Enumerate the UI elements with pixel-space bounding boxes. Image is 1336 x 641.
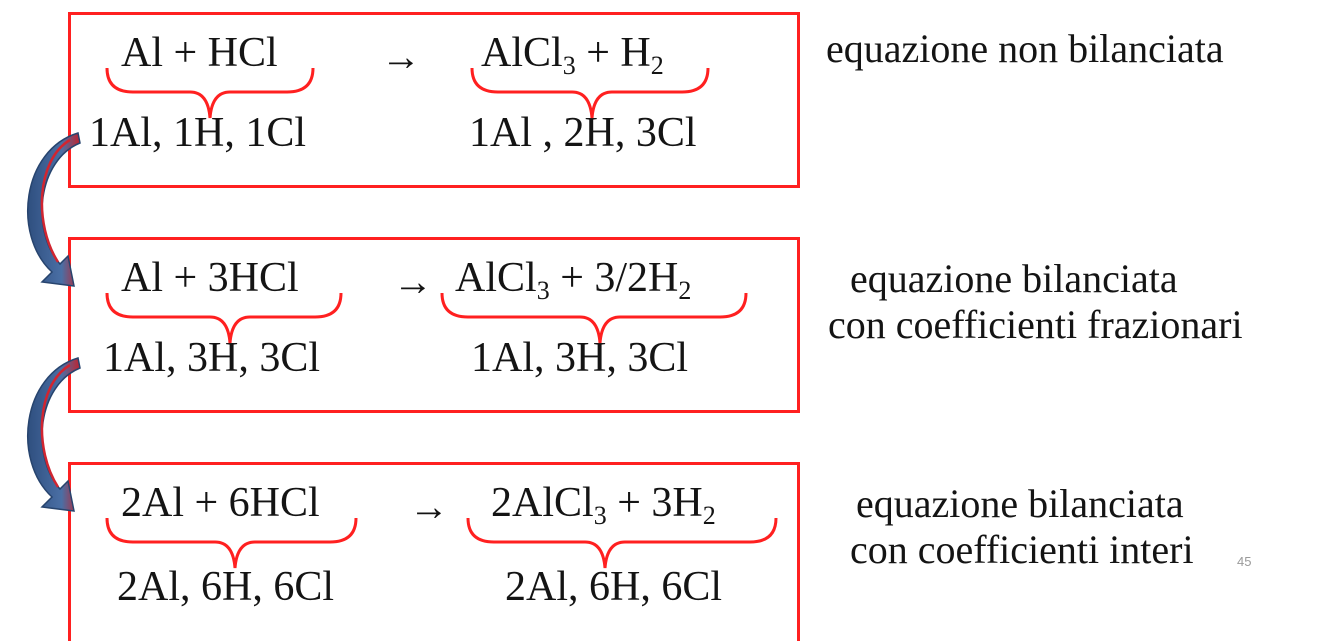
products: AlCl3 + 3/2H2	[455, 255, 692, 305]
note-line: equazione bilanciata	[850, 256, 1178, 301]
products: AlCl3 + H2	[481, 30, 664, 80]
note-integer: equazione bilanciata con coefficienti in…	[850, 481, 1194, 573]
reaction-arrow: →	[409, 484, 449, 529]
note-unbalanced: equazione non bilanciata	[826, 26, 1224, 72]
product-atom-count: 1Al, 3H, 3Cl	[471, 335, 689, 381]
note-fractional: equazione bilanciata con coefficienti fr…	[828, 256, 1243, 348]
product-atom-count: 1Al , 2H, 3Cl	[469, 110, 697, 156]
products: 2AlCl3 + 3H2	[491, 480, 716, 530]
reactant-atom-count: 1Al, 1H, 1Cl	[89, 110, 307, 156]
note-line: con coefficienti frazionari	[828, 302, 1243, 347]
equation-box-integer: 2Al + 6HCl → 2AlCl3 + 3H2 2Al, 6H, 6Cl 2…	[68, 462, 800, 641]
page-number: 45	[1237, 554, 1252, 569]
product-atom-count: 2Al, 6H, 6Cl	[505, 564, 723, 610]
equation-box-fractional: Al + 3HCl → AlCl3 + 3/2H2 1Al, 3H, 3Cl 1…	[68, 237, 800, 413]
note-line: equazione bilanciata	[856, 481, 1184, 526]
reactant-atom-count: 1Al, 3H, 3Cl	[103, 335, 321, 381]
note-line: con coefficienti interi	[850, 527, 1194, 572]
note-line: equazione non bilanciata	[826, 26, 1224, 71]
equation-box-unbalanced: Al + HCl → AlCl3 + H2 1Al, 1H, 1Cl 1Al ,…	[68, 12, 800, 188]
reactants: Al + HCl	[121, 30, 278, 76]
reaction-arrow: →	[381, 34, 421, 79]
reactant-atom-count: 2Al, 6H, 6Cl	[117, 564, 335, 610]
reactants: Al + 3HCl	[121, 255, 299, 301]
reaction-arrow: →	[393, 259, 433, 304]
reactants: 2Al + 6HCl	[121, 480, 320, 526]
